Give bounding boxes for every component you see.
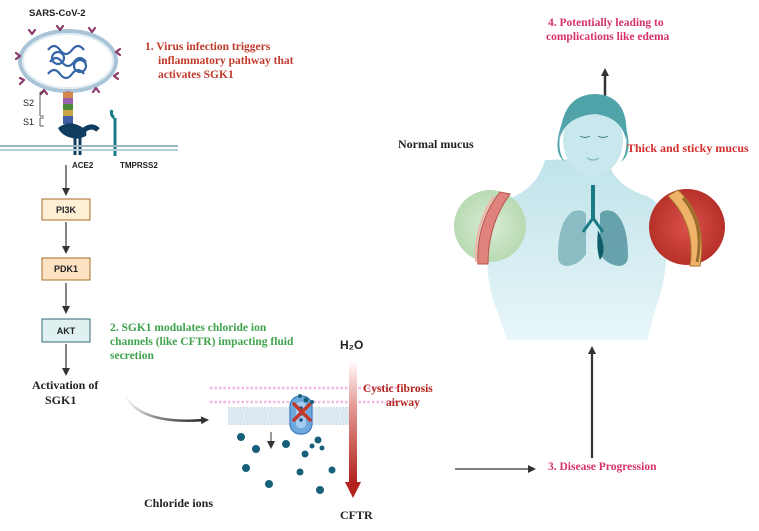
activation-label-line1: Activation of [32, 378, 99, 392]
cystic-line1: Cystic fibrosis [363, 383, 433, 395]
step3-label: 3. Disease Progression [548, 461, 657, 473]
s-brackets [39, 91, 44, 127]
step2-line2: channels (like CFTR) impacting fluid [110, 336, 294, 348]
akt-box: AKT [56, 325, 76, 336]
ace2-label: ACE2 [72, 161, 94, 170]
step4-line1: 4. Potentially leading to [548, 17, 664, 29]
fluid-arrow-head [345, 482, 361, 498]
human-figure [486, 94, 667, 340]
chloride-ions-label: Chloride ions [144, 496, 214, 510]
cystic-line2: airway [386, 397, 420, 409]
chloride-ions [237, 394, 336, 494]
cftr-label: CFTR [340, 508, 373, 522]
pi3k-box: PI3K [55, 204, 76, 215]
tmprss2-label: TMPRSS2 [120, 161, 158, 170]
pi3k-box-shape [41, 198, 91, 221]
step1-line3: activates SGK1 [158, 69, 234, 81]
activation-label-line2: SGK1 [45, 393, 77, 407]
curved-arrow [123, 394, 209, 425]
s1-label: S1 [23, 117, 35, 127]
h2o-label: H₂O [340, 338, 364, 352]
step1-line1: 1. Virus infection triggers [145, 41, 271, 53]
blocked-x-icon [292, 402, 312, 422]
s2-label: S2 [23, 98, 35, 108]
spike-protein [63, 91, 73, 125]
step2-line1: 2. SGK1 modulates chloride ion [110, 322, 267, 334]
thick-mucus-icon [649, 189, 725, 267]
normal-mucus-icon [454, 190, 526, 265]
pdk1-box: PDK1 [53, 264, 78, 274]
step2-line3: secretion [110, 350, 154, 362]
thick-mucus-label: Thick and sticky mucus [627, 141, 749, 155]
ace2-receptor [58, 123, 100, 155]
cell-membrane [0, 145, 178, 151]
fluid-arrow [349, 360, 357, 482]
akt-box-shape [41, 318, 91, 343]
pdk1-box-shape [41, 257, 91, 281]
normal-mucus-label: Normal mucus [398, 137, 474, 151]
step1-line2: inflammatory pathway that [158, 55, 294, 67]
virus-label: SARS-CoV-2 [29, 8, 86, 19]
step4-line2: complications like edema [546, 31, 670, 43]
virus-particle [14, 24, 122, 96]
